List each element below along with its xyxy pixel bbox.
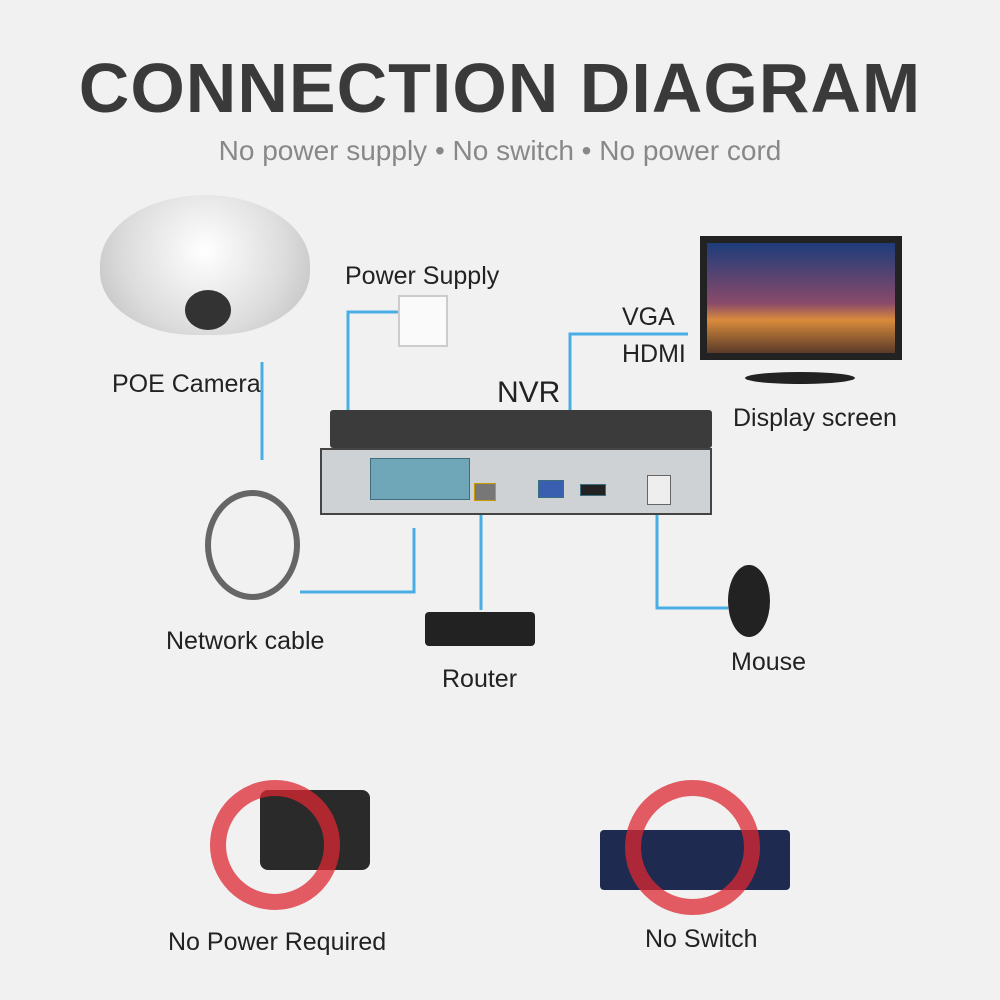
subtitle: No power supply • No switch • No power c… [218, 135, 782, 166]
nvr-device [320, 410, 712, 515]
network-cable-label: Network cable [166, 627, 325, 655]
router-image [425, 612, 535, 646]
display-screen-image [700, 236, 902, 360]
power-supply-label: Power Supply [345, 262, 500, 290]
hdmi-port [580, 484, 606, 496]
monitor-stand [745, 372, 855, 384]
hdmi-label: HDMI [622, 340, 686, 368]
page-title: CONNECTION DIAGRAM [78, 49, 922, 127]
wan-port [474, 483, 496, 501]
prohibited-icon [210, 780, 340, 910]
router-label: Router [442, 665, 518, 693]
no-power-label: No Power Required [168, 928, 387, 956]
mouse-label: Mouse [731, 648, 807, 676]
network-cable-image [205, 490, 300, 600]
power-outlet-icon [398, 295, 448, 347]
no-switch-label: No Switch [645, 925, 758, 953]
vga-port [538, 480, 564, 498]
vga-label: VGA [622, 303, 675, 331]
lan-ports [370, 458, 470, 500]
prohibited-icon [625, 780, 760, 915]
display-screen-label: Display screen [733, 404, 897, 432]
mouse-image [728, 565, 770, 637]
camera-lens [185, 290, 231, 330]
poe-camera-label: POE Camera [112, 370, 261, 398]
usb-ports [647, 475, 671, 505]
nvr-label: NVR [497, 376, 561, 409]
